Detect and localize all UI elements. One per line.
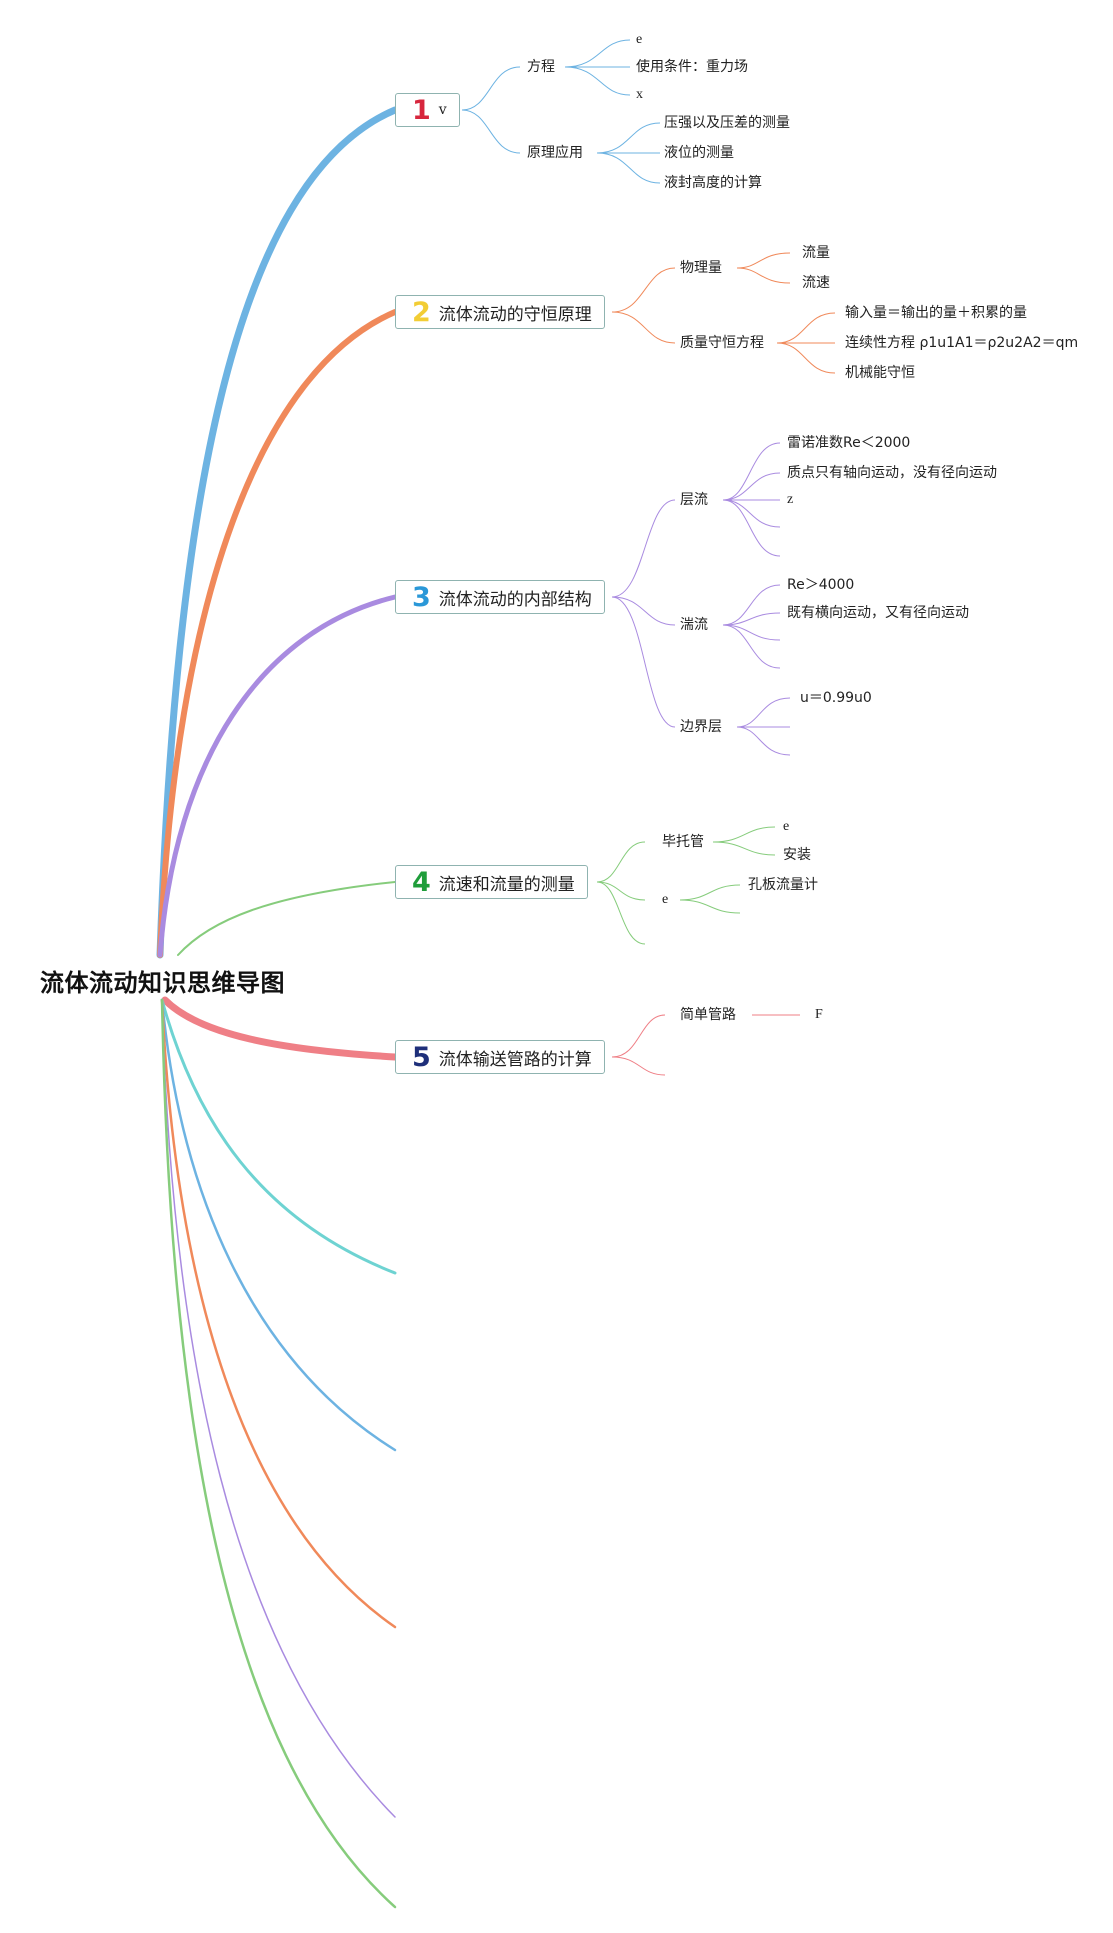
topic-4-title: 流速和流量的测量 [438,874,575,895]
node-2-1[interactable]: 物理量 [680,260,722,276]
node-1-2[interactable]: 原理应用 [527,145,583,161]
branch-line-9 [161,999,396,1818]
node-1-2-1[interactable]: 压强以及压差的测量 [664,115,790,131]
node-4-1-1[interactable]: e [783,819,790,834]
root-topic[interactable]: 流体流动知识思维导图 [40,969,285,997]
branch-line-7 [160,998,397,1452]
node-1-1-1[interactable]: e [636,32,643,47]
node-1-2-3[interactable]: 液封高度的计算 [664,175,762,191]
node-2-2-1[interactable]: 输入量＝输出的量＋积累的量 [845,305,1027,321]
node-2-2-2[interactable]: 连续性方程 ρ1u1A1＝ρ2u2A2＝qm [845,335,1079,351]
node-3-2-2[interactable]: 既有横向运动，又有径向运动 [787,605,969,621]
node-2-1-1[interactable]: 流量 [802,245,830,261]
topic-1-number: 1 [412,94,431,126]
topic-3-number: 3 [412,581,431,613]
node-3-1-1[interactable]: 雷诺准数Re＜2000 [787,435,911,451]
topic-4[interactable]: 4 流速和流量的测量 [395,865,588,899]
branch-line-10 [160,998,397,1909]
node-1-1-3[interactable]: x [636,87,643,102]
topic-5-title: 流体输送管路的计算 [438,1049,592,1070]
node-3-3-1[interactable]: u＝0.99u0 [800,690,872,706]
node-4-1[interactable]: 毕托管 [662,834,704,850]
node-5-1-1[interactable]: F [815,1007,823,1022]
node-2-1-2[interactable]: 流速 [802,275,830,291]
topic-3[interactable]: 3 流体流动的内部结构 [395,580,605,614]
topic-2-number: 2 [412,296,431,328]
node-3-1-3[interactable]: z [787,492,794,507]
branch-line-3 [157,594,398,958]
topic-2-title: 流体流动的守恒原理 [438,304,592,325]
node-3-3[interactable]: 边界层 [680,719,722,735]
node-4-1-2[interactable]: 安装 [783,847,811,863]
node-1-1[interactable]: 方程 [527,59,555,75]
topic-1-title: v [438,102,447,118]
node-4-2[interactable]: e [662,892,669,907]
node-3-2[interactable]: 湍流 [680,617,708,633]
node-4-2-1[interactable]: 孔板流量计 [748,877,818,893]
node-5-1[interactable]: 简单管路 [680,1007,736,1023]
topic-5-number: 5 [412,1041,431,1073]
topic-1[interactable]: 1 v [395,93,460,127]
branch-line-8 [160,998,397,1629]
node-3-1[interactable]: 层流 [680,492,708,508]
branch-line-5 [161,996,399,1061]
topic-4-number: 4 [412,866,431,898]
node-3-1-2[interactable]: 质点只有轴向运动，没有径向运动 [787,465,997,481]
node-2-2-3[interactable]: 机械能守恒 [845,365,915,381]
branch-line-6 [160,998,397,1275]
node-1-1-2[interactable]: 使用条件：重力场 [636,59,748,75]
branch-line-1 [156,106,399,959]
node-2-2[interactable]: 质量守恒方程 [680,335,764,351]
branch-line-2 [157,309,398,958]
topic-2[interactable]: 2 流体流动的守恒原理 [395,295,605,329]
branch-line-4 [177,881,396,956]
node-1-2-2[interactable]: 液位的测量 [664,145,734,161]
topic-3-title: 流体流动的内部结构 [438,589,592,610]
node-3-2-1[interactable]: Re＞4000 [787,577,855,593]
topic-5[interactable]: 5 流体输送管路的计算 [395,1040,605,1074]
